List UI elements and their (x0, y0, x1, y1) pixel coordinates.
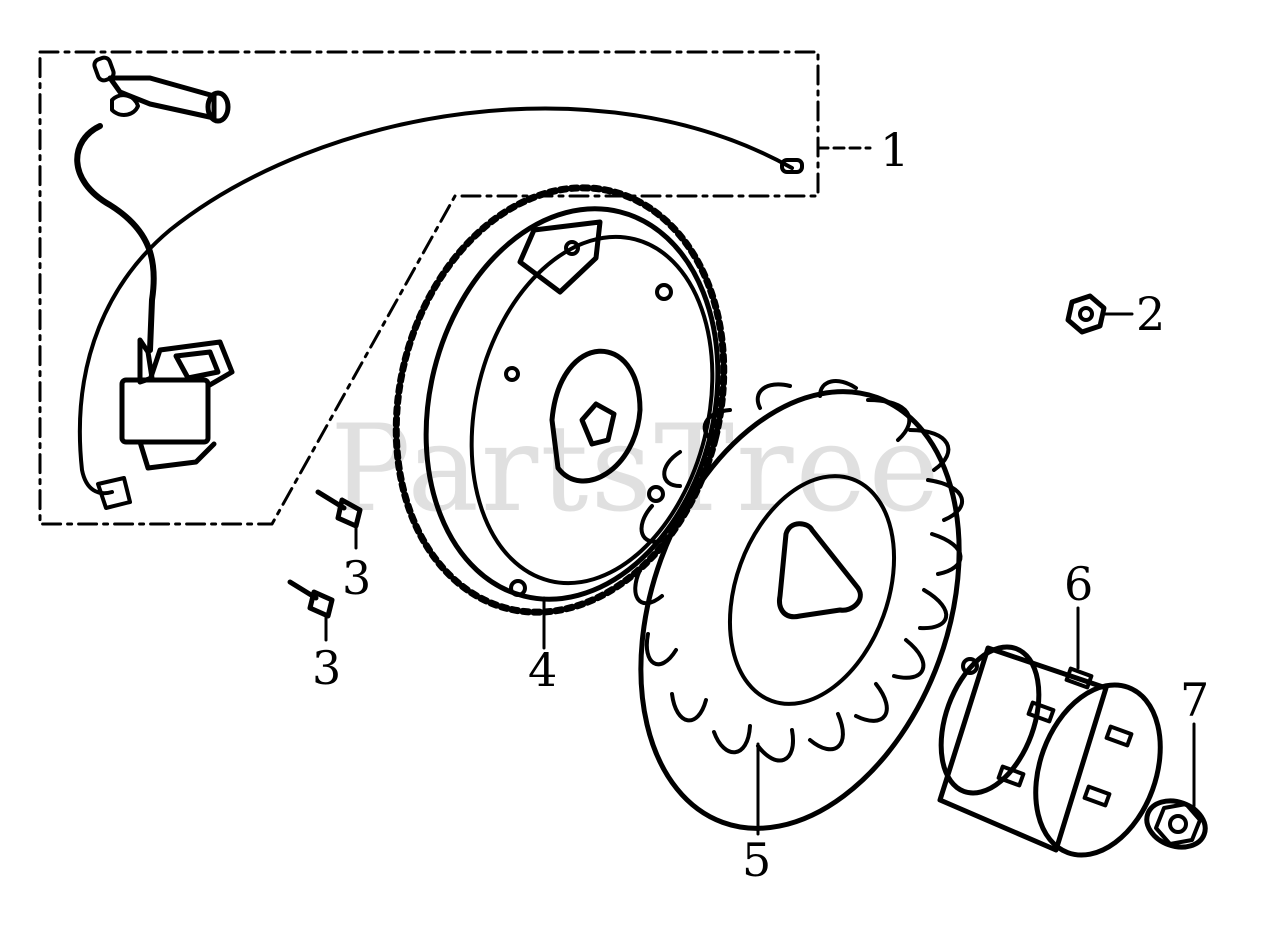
ground-wire (77, 106, 794, 496)
callout-5: 5 (742, 833, 771, 887)
callout-3-lower: 3 (312, 641, 341, 695)
part-4-flywheel[interactable] (353, 153, 768, 648)
spark-plug-cap (92, 55, 231, 124)
part-6-starter-cup[interactable] (923, 634, 1183, 873)
part-3-bolt-lower[interactable] (287, 579, 335, 619)
high-tension-lead (74, 123, 157, 353)
group-dashed-outline (38, 50, 820, 526)
watermark-text: PartsTree (330, 400, 942, 539)
wire-terminal (780, 158, 804, 174)
part-7-flange-nut[interactable] (1140, 793, 1211, 855)
ignition-coil-body (96, 337, 235, 510)
callout-6: 6 (1064, 557, 1093, 611)
callout-2: 2 (1136, 287, 1165, 341)
part-2-nut[interactable] (1065, 293, 1107, 335)
part-5-cooling-fan[interactable] (584, 347, 1017, 873)
part-1-ignition-coil-group[interactable] (38, 50, 820, 526)
callout-4: 4 (528, 643, 557, 697)
callout-3-upper: 3 (342, 551, 371, 605)
callout-labels: 1 2 3 3 4 5 6 7 (312, 123, 1209, 887)
callout-7: 7 (1180, 673, 1209, 727)
leader-lines (324, 146, 1196, 836)
callout-1: 1 (880, 123, 909, 177)
